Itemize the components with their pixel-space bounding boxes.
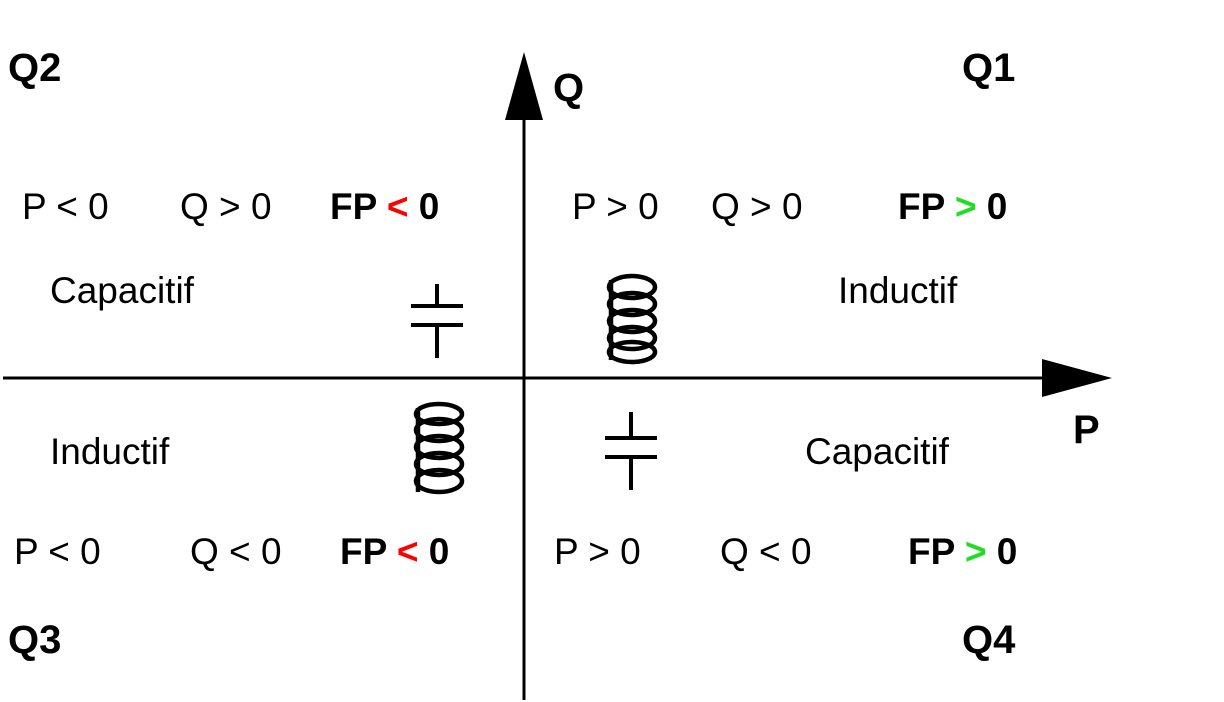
fp-sign: >: [964, 531, 987, 572]
quadrant-label-q4: Q4: [962, 618, 1016, 662]
q2-p-condition: P < 0: [22, 186, 109, 227]
fp-value: 0: [428, 531, 450, 572]
q4-load-type: Capacitif: [805, 431, 949, 472]
fp-value: 0: [418, 186, 440, 227]
q1-load-type: Inductif: [838, 270, 958, 311]
q-axis-label: Q: [553, 66, 585, 110]
q3-power-factor: FP < 0: [340, 533, 449, 570]
fp-prefix: FP: [898, 186, 945, 227]
q2-q-condition: Q > 0: [180, 186, 272, 227]
fp-sign: <: [386, 186, 409, 227]
q4-power-factor: FP > 0: [908, 533, 1017, 570]
fp-prefix: FP: [908, 531, 955, 572]
quadrant-label-q3: Q3: [8, 618, 62, 662]
inductor-icon: [606, 273, 658, 365]
fp-prefix: FP: [340, 531, 387, 572]
q4-q-condition: Q < 0: [720, 531, 812, 572]
p-axis-arrow-icon: [1042, 359, 1112, 397]
quadrant-label-q1: Q1: [962, 46, 1016, 90]
q2-load-type: Capacitif: [50, 270, 194, 311]
capacitor-icon: [605, 412, 657, 490]
p-axis-label: P: [1073, 408, 1100, 452]
fp-value: 0: [996, 531, 1018, 572]
q4-p-condition: P > 0: [554, 531, 641, 572]
fp-prefix: FP: [330, 186, 377, 227]
q1-power-factor: FP > 0: [898, 188, 1007, 225]
capacitor-icon: [411, 284, 463, 358]
quadrant-label-q2: Q2: [8, 46, 62, 90]
q3-p-condition: P < 0: [14, 531, 101, 572]
q3-q-condition: Q < 0: [190, 531, 282, 572]
q2-power-factor: FP < 0: [330, 188, 439, 225]
q1-q-condition: Q > 0: [711, 186, 803, 227]
q1-p-condition: P > 0: [572, 186, 659, 227]
fp-sign: <: [396, 531, 419, 572]
inductor-icon: [413, 401, 465, 495]
q-axis-arrow-icon: [505, 52, 543, 120]
fp-value: 0: [986, 186, 1008, 227]
fp-sign: >: [954, 186, 977, 227]
q3-load-type: Inductif: [50, 431, 170, 472]
